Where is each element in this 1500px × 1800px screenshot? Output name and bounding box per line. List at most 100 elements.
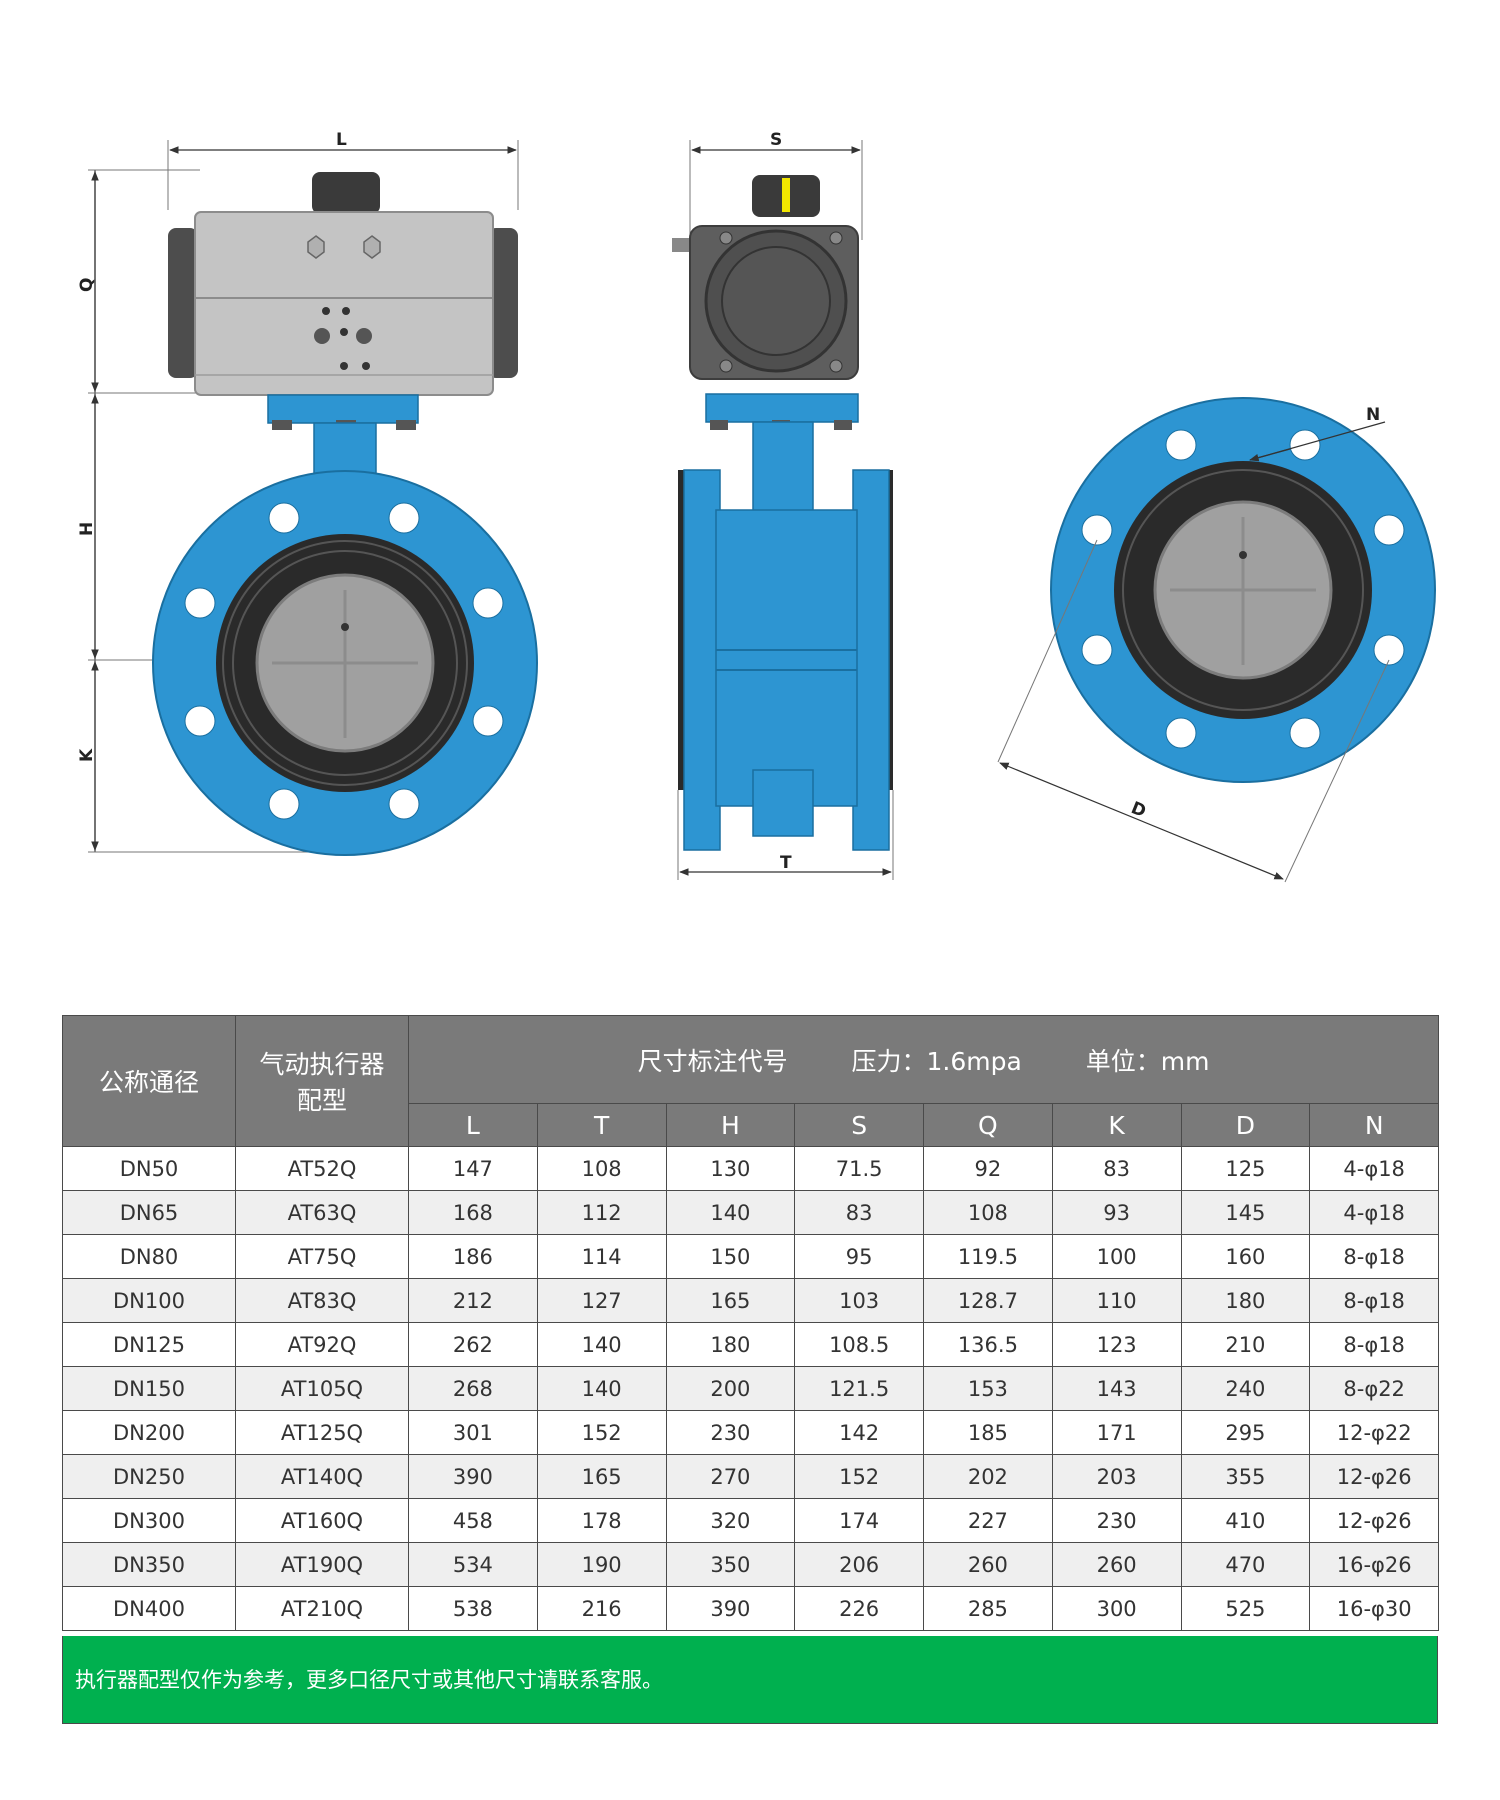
table-cell: 93 bbox=[1051, 1190, 1182, 1235]
table-cell: 103 bbox=[794, 1278, 924, 1323]
table-cell: DN200 bbox=[62, 1410, 236, 1455]
table-cell: 174 bbox=[794, 1498, 924, 1543]
side-view: S T bbox=[672, 130, 894, 880]
table-cell: 8-φ22 bbox=[1309, 1366, 1440, 1411]
table-cell: 8-φ18 bbox=[1309, 1234, 1440, 1279]
table-cell: 538 bbox=[408, 1586, 538, 1631]
actuator-front bbox=[168, 172, 518, 396]
table-cell: 140 bbox=[536, 1322, 667, 1367]
table-cell: 230 bbox=[1051, 1498, 1182, 1543]
table-cell: 136.5 bbox=[923, 1322, 1053, 1367]
table-cell: 112 bbox=[536, 1190, 667, 1235]
table-cell: 390 bbox=[408, 1454, 538, 1499]
flange-view: N D bbox=[997, 397, 1436, 883]
table-cell: 140 bbox=[536, 1366, 667, 1411]
table-cell: 152 bbox=[536, 1410, 667, 1455]
header-dimension-code: 尺寸标注代号 bbox=[637, 1046, 788, 1076]
column-header-L: L bbox=[408, 1103, 538, 1147]
header-unit: 单位：mm bbox=[1085, 1046, 1210, 1076]
table-cell: 180 bbox=[1180, 1278, 1311, 1323]
dim-label-Q: Q bbox=[77, 278, 97, 292]
table-cell: 200 bbox=[665, 1366, 796, 1411]
table-cell: 147 bbox=[408, 1146, 538, 1191]
table-cell: 186 bbox=[408, 1234, 538, 1279]
dim-label-S: S bbox=[770, 130, 782, 150]
table-cell: AT52Q bbox=[235, 1146, 409, 1191]
table-cell: 320 bbox=[665, 1498, 796, 1543]
header-pressure: 压力：1.6mpa bbox=[851, 1046, 1022, 1076]
table-cell: DN50 bbox=[62, 1146, 236, 1191]
table-cell: 180 bbox=[665, 1322, 796, 1367]
table-cell: DN125 bbox=[62, 1322, 236, 1367]
table-cell: AT125Q bbox=[235, 1410, 409, 1455]
table-cell: 125 bbox=[1180, 1146, 1311, 1191]
column-header-N: N bbox=[1309, 1103, 1440, 1147]
table-cell: 202 bbox=[923, 1454, 1053, 1499]
table-cell: DN150 bbox=[62, 1366, 236, 1411]
table-cell: 410 bbox=[1180, 1498, 1311, 1543]
table-cell: 153 bbox=[923, 1366, 1053, 1411]
table-cell: 210 bbox=[1180, 1322, 1311, 1367]
table-cell: 268 bbox=[408, 1366, 538, 1411]
table-cell: 140 bbox=[665, 1190, 796, 1235]
table-cell: 143 bbox=[1051, 1366, 1182, 1411]
table-cell: 470 bbox=[1180, 1542, 1311, 1587]
table-cell: 145 bbox=[1180, 1190, 1311, 1235]
table-cell: 150 bbox=[665, 1234, 796, 1279]
table-cell: 295 bbox=[1180, 1410, 1311, 1455]
table-cell: AT160Q bbox=[235, 1498, 409, 1543]
table-cell: 83 bbox=[794, 1190, 924, 1235]
dim-label-H: H bbox=[77, 522, 97, 536]
table-cell: 83 bbox=[1051, 1146, 1182, 1191]
valve-technical-drawing: L Q H K bbox=[77, 130, 1436, 883]
table-cell: 8-φ18 bbox=[1309, 1322, 1440, 1367]
table-cell: 8-φ18 bbox=[1309, 1278, 1440, 1323]
header-spec-line: 尺寸标注代号 压力：1.6mpa 单位：mm bbox=[407, 1015, 1440, 1104]
table-cell: DN350 bbox=[62, 1542, 236, 1587]
column-header-T: T bbox=[536, 1103, 667, 1147]
table-cell: 168 bbox=[408, 1190, 538, 1235]
table-cell: 165 bbox=[536, 1454, 667, 1499]
table-cell: 16-φ26 bbox=[1309, 1542, 1440, 1587]
table-cell: 4-φ18 bbox=[1309, 1190, 1440, 1235]
table-cell: 525 bbox=[1180, 1586, 1311, 1631]
table-cell: DN100 bbox=[62, 1278, 236, 1323]
table-cell: 71.5 bbox=[794, 1146, 924, 1191]
table-cell: 216 bbox=[536, 1586, 667, 1631]
table-cell: 119.5 bbox=[923, 1234, 1053, 1279]
table-cell: 4-φ18 bbox=[1309, 1146, 1440, 1191]
table-cell: 127 bbox=[536, 1278, 667, 1323]
table-cell: 160 bbox=[1180, 1234, 1311, 1279]
table-cell: 458 bbox=[408, 1498, 538, 1543]
dim-label-L: L bbox=[336, 130, 347, 150]
header-nominal-diameter: 公称通径 bbox=[62, 1015, 236, 1147]
table-cell: 152 bbox=[794, 1454, 924, 1499]
table-cell: 185 bbox=[923, 1410, 1053, 1455]
table-cell: 301 bbox=[408, 1410, 538, 1455]
table-cell: 123 bbox=[1051, 1322, 1182, 1367]
table-cell: 12-φ26 bbox=[1309, 1498, 1440, 1543]
table-cell: 300 bbox=[1051, 1586, 1182, 1631]
table-cell: DN65 bbox=[62, 1190, 236, 1235]
table-cell: 260 bbox=[923, 1542, 1053, 1587]
table-cell: 142 bbox=[794, 1410, 924, 1455]
table-cell: AT75Q bbox=[235, 1234, 409, 1279]
table-cell: 108 bbox=[536, 1146, 667, 1191]
dim-label-K: K bbox=[77, 748, 97, 762]
table-cell: DN80 bbox=[62, 1234, 236, 1279]
table-cell: 350 bbox=[665, 1542, 796, 1587]
table-cell: 95 bbox=[794, 1234, 924, 1279]
table-cell: 128.7 bbox=[923, 1278, 1053, 1323]
table-cell: 355 bbox=[1180, 1454, 1311, 1499]
dim-label-D: D bbox=[1128, 798, 1149, 822]
table-cell: 227 bbox=[923, 1498, 1053, 1543]
table-cell: 190 bbox=[536, 1542, 667, 1587]
column-header-S: S bbox=[794, 1103, 924, 1147]
table-cell: 100 bbox=[1051, 1234, 1182, 1279]
